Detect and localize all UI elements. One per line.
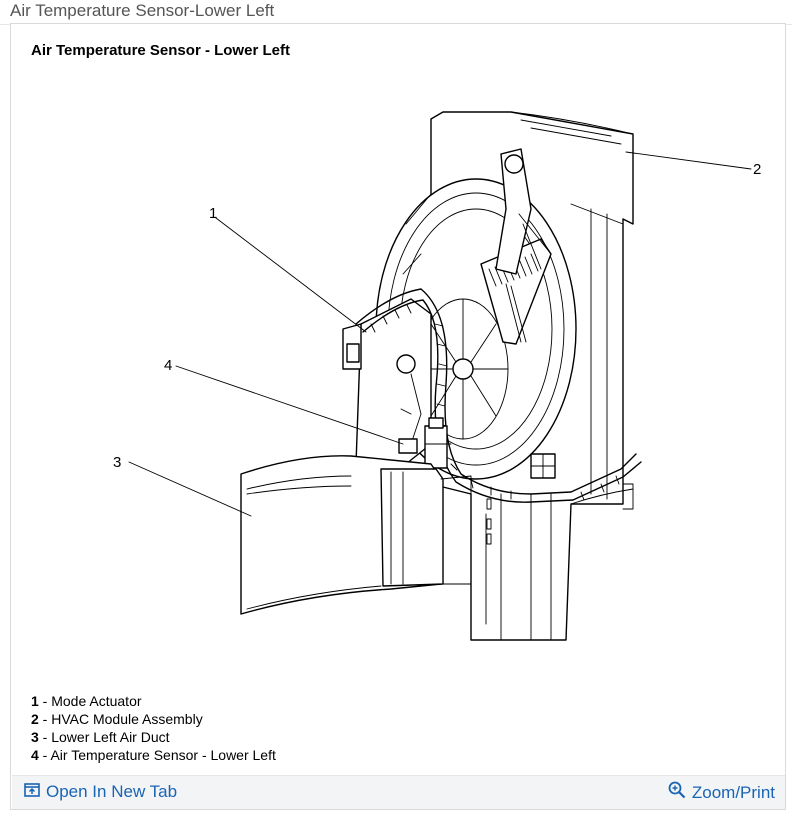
- lower-left-air-duct: [240, 455, 472, 615]
- legend-item-1: 1 - Mode Actuator: [31, 693, 142, 709]
- legend-item-4: 4 - Air Temperature Sensor - Lower Left: [31, 747, 276, 763]
- wire-harness: [355, 288, 642, 503]
- open-new-tab-link[interactable]: Open In New Tab: [24, 782, 177, 802]
- air-temperature-sensor: [398, 417, 448, 469]
- figure-footer: Open In New Tab Zoom/Print: [12, 775, 785, 809]
- magnifier-plus-icon: [668, 781, 686, 804]
- zoom-print-link[interactable]: Zoom/Print: [668, 781, 775, 804]
- leader-lines: [128, 151, 752, 517]
- callout-2: 2: [753, 161, 761, 178]
- upper-link-lever: [495, 148, 552, 275]
- open-new-tab-label: Open In New Tab: [46, 782, 178, 801]
- hvac-diagram: 1 2 3 4: [113, 111, 761, 641]
- legend-item-3: 3 - Lower Left Air Duct: [31, 729, 170, 745]
- legend-item-2: 2 - HVAC Module Assembly: [31, 711, 203, 727]
- callout-4: 4: [164, 357, 172, 374]
- callout-3: 3: [113, 454, 121, 471]
- callout-1: 1: [209, 205, 217, 222]
- page-title: Air Temperature Sensor-Lower Left: [10, 1, 275, 20]
- open-new-tab-icon: [24, 782, 40, 802]
- figure-legend: 1 - Mode Actuator 2 - HVAC Module Assemb…: [31, 692, 276, 764]
- figure-title: Air Temperature Sensor - Lower Left: [31, 42, 290, 59]
- zoom-print-label: Zoom/Print: [691, 782, 775, 802]
- figure-panel: Air Temperature Sensor - Lower Left: [10, 23, 786, 810]
